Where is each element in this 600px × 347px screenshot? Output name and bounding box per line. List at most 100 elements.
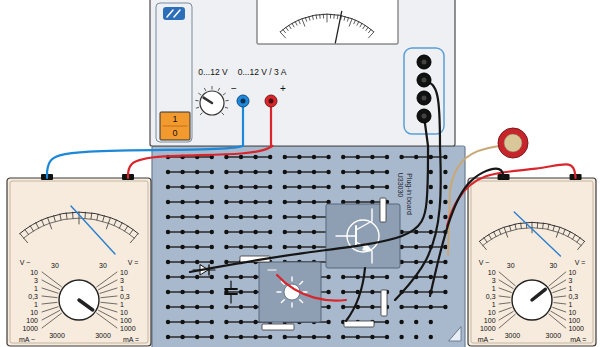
meter-tick [30,226,33,231]
meter-tick [578,241,585,249]
meter-tick [532,222,533,233]
socket-strip [226,231,270,232]
socket-strip [285,216,329,217]
range-label: 3000 [546,332,562,339]
board-base [152,146,465,347]
socket-hole [370,155,374,159]
transistor-symbol [336,235,356,236]
socket-strip [226,171,270,172]
socket-hole [180,215,184,219]
socket-hole [312,185,316,189]
socket-hole [312,170,316,174]
lamp-ray [300,300,303,303]
socket-hole [443,275,447,279]
range-label: 10 [120,309,128,316]
output-rating: 0...12 V / 3 A [238,68,287,77]
socket-strip [226,186,270,187]
range-label: 0,3 [28,293,38,300]
socket-hole [239,155,243,159]
meter-tick [494,232,497,237]
meter-tick [548,224,549,229]
socket-hole [443,245,447,249]
range-line [549,314,566,328]
socket-hole [341,335,345,339]
meter-tick [90,213,92,219]
socket-hole [370,290,374,294]
voltage-range: 0...12 V [198,68,227,77]
socket-hole [283,215,287,219]
socket-hole [166,230,170,234]
socket-hole [297,245,301,249]
socket-strip [226,336,270,337]
socket-hole [224,245,228,249]
meter-tick [515,224,516,229]
socket-hole [341,275,345,279]
meter-tick [327,14,328,22]
transistor-symbol [356,209,372,230]
socket-hole [283,230,287,234]
meter-tick [333,14,334,18]
socket-hole [429,230,433,234]
switch-rocker [160,112,190,140]
range-line [551,311,566,320]
range-label: 1 [568,301,572,308]
range-line [42,307,58,312]
lamp-ray [281,300,284,303]
capacitor-symbol [230,294,231,303]
mode-label: V = [575,259,586,266]
meter-tick [344,16,345,20]
meter-tick [48,218,52,229]
socket-hole [239,200,243,204]
socket-hole [399,155,403,159]
socket-hole [195,305,199,309]
range-label: 3000 [505,332,521,339]
socket-hole [166,245,170,249]
socket-strip [168,276,212,277]
socket-hole [283,200,287,204]
meter-tick [573,235,576,240]
socket-hole [414,305,418,309]
socket-hole [312,245,316,249]
meter-tick [537,222,538,227]
meter-tick [97,214,98,220]
range-label: 30 [99,262,107,269]
socket-hole [429,185,433,189]
meter-tick [103,216,105,222]
meter-tick [119,223,122,228]
sensor-face [504,134,522,152]
meter-tick [553,225,554,230]
socket-strip [168,291,212,292]
range-line [499,303,510,304]
knob-tick [212,87,213,90]
socket-hole [253,290,257,294]
meter-tick [286,27,288,30]
socket-hole [370,335,374,339]
socket-hole [239,290,243,294]
capacitor-symbol [225,288,237,290]
socket-hole [414,260,418,264]
socket-hole [210,335,214,339]
socket-output [422,96,427,101]
range-line [499,308,511,312]
mode-label: V ~ [20,259,31,266]
socket-hole [253,320,257,324]
plug-in-board: U33030Plug-in board [152,146,465,347]
range-label: 1 [34,285,38,292]
socket-hole [341,305,345,309]
socket-strip [285,336,329,337]
meter-tick [106,218,110,229]
meter-tick [42,220,44,225]
socket-hole [253,170,257,174]
meter-tick [114,220,116,225]
meter-tick [289,25,291,28]
socket-hole [429,170,433,174]
socket-hole [253,155,257,159]
range-line [499,272,515,286]
socket-output [417,91,431,105]
range-line [549,272,566,286]
socket-hole [224,230,228,234]
socket-hole [283,335,287,339]
socket-hole [429,155,433,159]
